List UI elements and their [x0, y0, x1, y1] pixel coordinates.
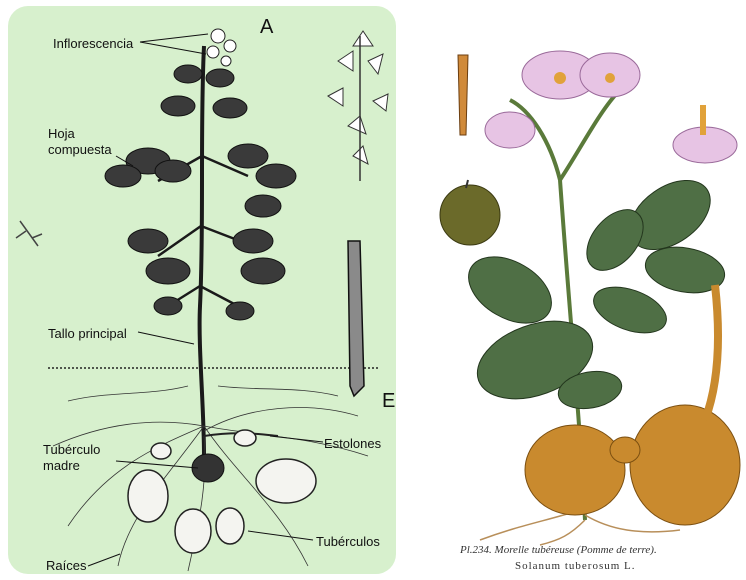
label-inflorescencia: Inflorescencia [53, 36, 133, 51]
label-hoja-line1: Hoja [48, 126, 75, 141]
label-hoja-line2: compuesta [48, 142, 112, 157]
label-raices: Raíces [46, 558, 86, 573]
label-estolones: Estolones [324, 436, 381, 451]
letter-a: A [260, 20, 273, 35]
label-tuberculo-line1: Tubérculo [43, 442, 100, 457]
plate-caption-title: Pl.234. Morelle tubéreuse (Pomme de terr… [460, 544, 657, 556]
label-tuberculo-line2: madre [43, 458, 80, 473]
plate-illustration [420, 0, 746, 580]
label-tallo-principal: Tallo principal [48, 326, 127, 341]
plant-line-drawing [8, 6, 396, 574]
botanical-plate: Pl.234. Morelle tubéreuse (Pomme de terr… [420, 0, 746, 580]
labeled-plant-diagram: A E Inflorescencia Hoja compuesta Tallo … [8, 6, 396, 574]
label-tuberculos: Tubérculos [316, 534, 380, 549]
letter-b: E [382, 394, 395, 409]
plate-caption-species: Solanum tuberosum L. [515, 560, 636, 572]
